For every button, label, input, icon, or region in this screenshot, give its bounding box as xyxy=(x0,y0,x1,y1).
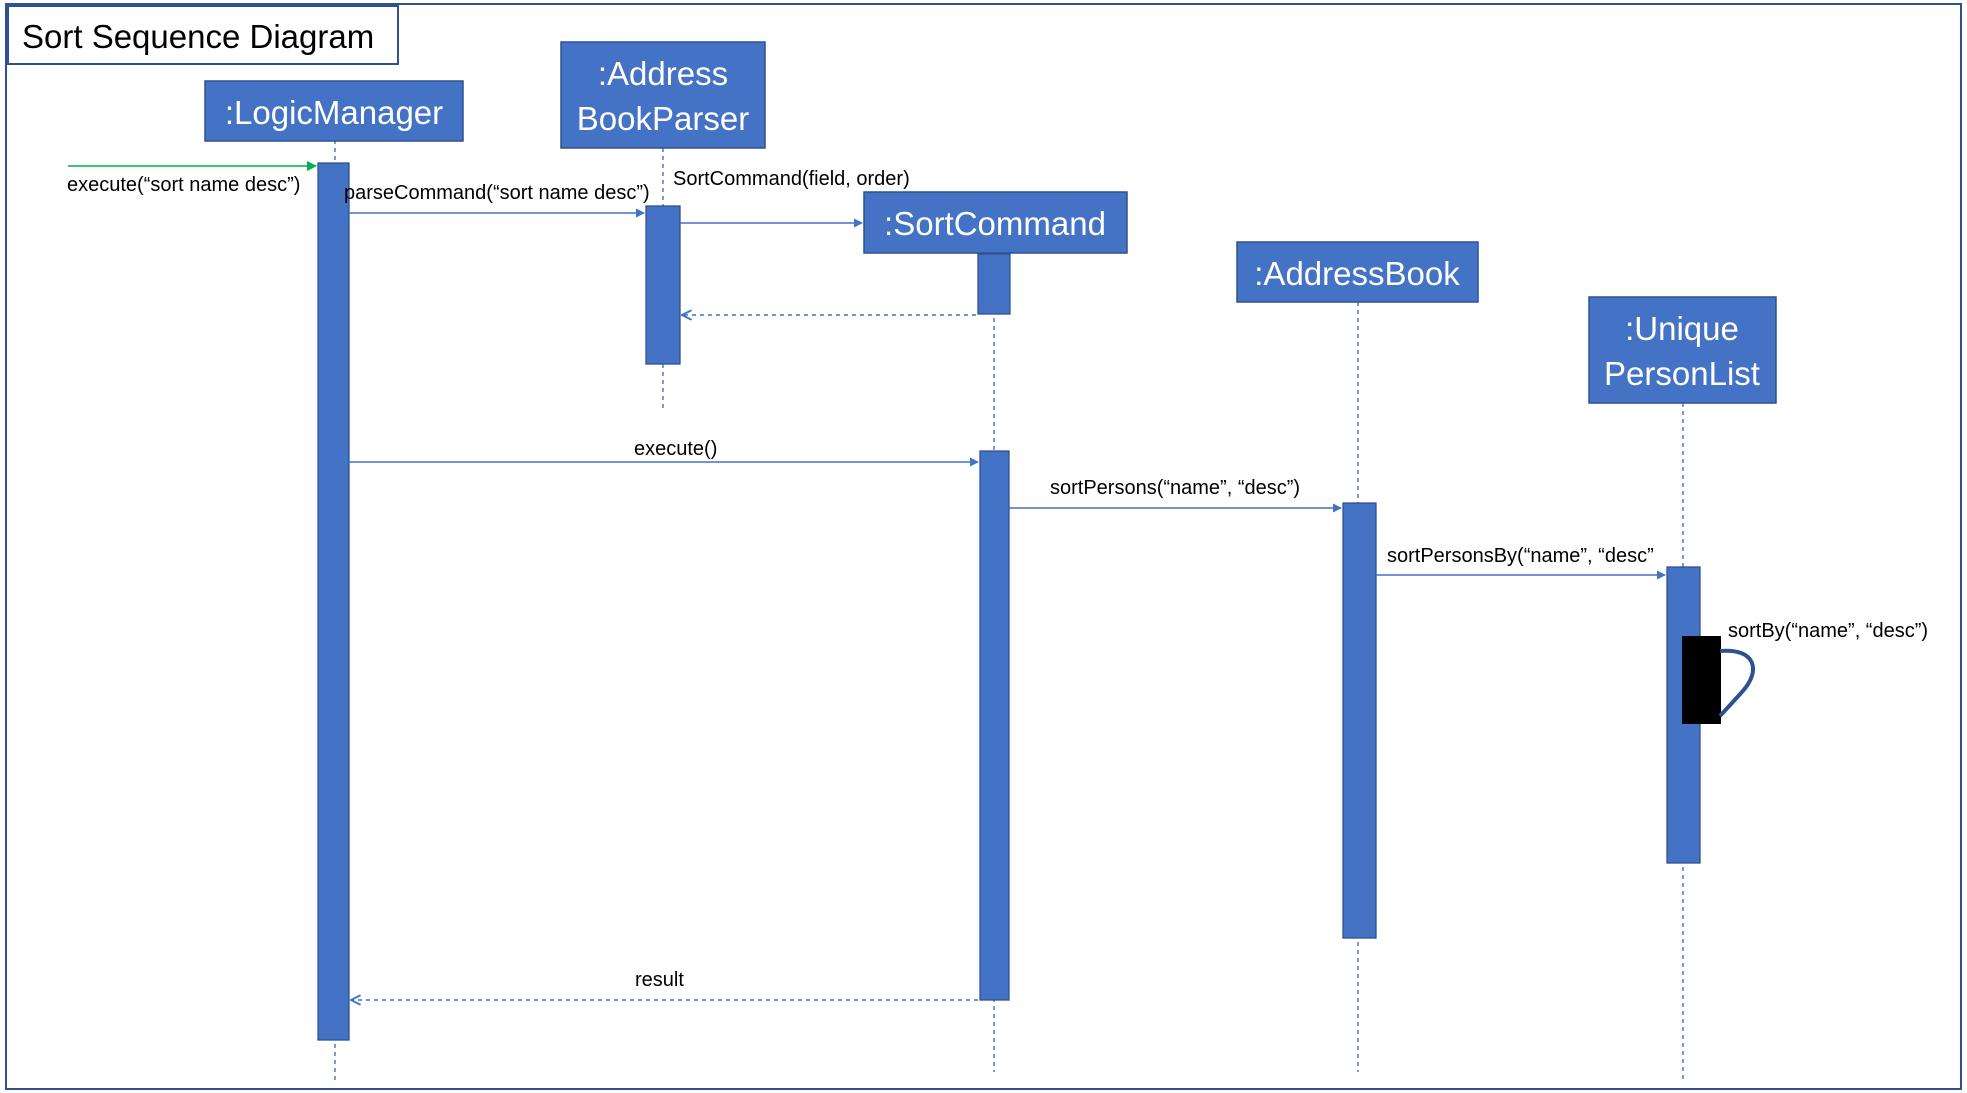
activation-logic xyxy=(317,162,350,1041)
participant-sortcmd-label: :SortCommand xyxy=(884,205,1106,242)
message-sortpersonsby-label: sortPersonsBy(“name”, “desc” xyxy=(1387,545,1654,567)
message-entry-label: execute(“sort name desc”) xyxy=(67,174,300,196)
activation-uniquelist-self xyxy=(1682,636,1721,724)
participant-addressbook-label: :AddressBook xyxy=(1254,255,1460,292)
participant-sortcmd: :SortCommand xyxy=(863,191,1128,254)
activation-sortcmd-execute xyxy=(979,450,1010,1001)
message-sortpersons-label: sortPersons(“name”, “desc”) xyxy=(1050,477,1300,499)
message-sortby-label: sortBy(“name”, “desc”) xyxy=(1728,620,1928,642)
message-parse-label: parseCommand(“sort name desc”) xyxy=(344,182,650,204)
participant-uniquelist-label-line1: :Unique xyxy=(1625,310,1739,347)
title-box xyxy=(7,5,399,65)
activation-parser xyxy=(645,205,681,365)
participant-parser-label-line2: BookParser xyxy=(577,100,749,137)
diagram-frame xyxy=(5,3,1962,1090)
activation-sortcmd-create xyxy=(977,253,1011,315)
participant-uniquelist: :Unique PersonList xyxy=(1588,296,1777,404)
participant-uniquelist-label-line2: PersonList xyxy=(1604,355,1760,392)
participant-parser-label-line1: :Address xyxy=(598,55,728,92)
activation-addressbook xyxy=(1342,502,1377,939)
participant-logic-label: :LogicManager xyxy=(225,94,443,131)
message-create-label: SortCommand(field, order) xyxy=(673,168,910,190)
participant-addressbook: :AddressBook xyxy=(1236,241,1479,303)
participant-logic: :LogicManager xyxy=(204,80,464,142)
diagram-title: Sort Sequence Diagram xyxy=(22,18,374,55)
message-execute-label: execute() xyxy=(634,438,717,460)
message-result-label: result xyxy=(635,969,684,991)
participant-parser: :Address BookParser xyxy=(560,41,766,149)
message-sortby-self-arrow xyxy=(1718,648,1755,718)
